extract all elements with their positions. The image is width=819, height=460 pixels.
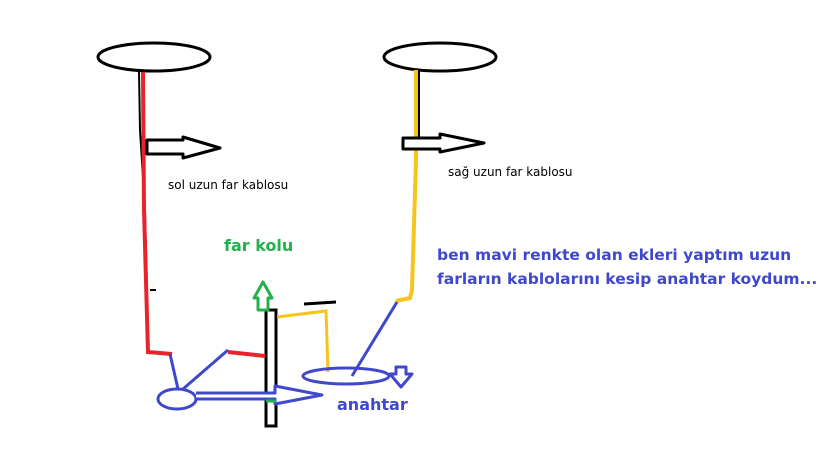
blue-down-arrow-icon [388,365,414,389]
note-line-2: farların kablolarını kesip anahtar koydu… [437,270,818,288]
stalk-yellow-wire [276,309,330,373]
explanation-note: ben mavi renkte olan ekleri yaptım uzun … [437,243,817,291]
blue-wire-switch-to-yellow [350,301,399,377]
stalk-label: far kolu [224,236,294,255]
left-blue-connector [156,387,198,411]
yellow-wire-terminal [303,300,337,306]
left-cable-arrow-icon [145,135,222,160]
blue-right-arrow-icon [196,384,324,406]
right-cable-arrow-icon [401,132,486,154]
blue-wire-left-to-red [168,353,180,390]
blue-wire-left-to-stalk [182,348,229,391]
left-red-cable [141,71,173,356]
left-headlight [96,41,212,73]
left-cable-label: sol uzun far kablosu [168,178,289,192]
switch-label: anahtar [337,395,408,414]
right-cable-label: sağ uzun far kablosu [448,165,573,179]
right-yellow-cable [395,70,418,303]
stalk-up-arrow-icon [252,280,274,312]
stalk-red-wire [227,350,266,358]
anahtar-switch-ellipse [301,366,391,386]
right-headlight [382,41,498,73]
note-line-1: ben mavi renkte olan ekleri yaptım uzun [437,246,792,264]
far-kolu-stalk [264,308,278,428]
